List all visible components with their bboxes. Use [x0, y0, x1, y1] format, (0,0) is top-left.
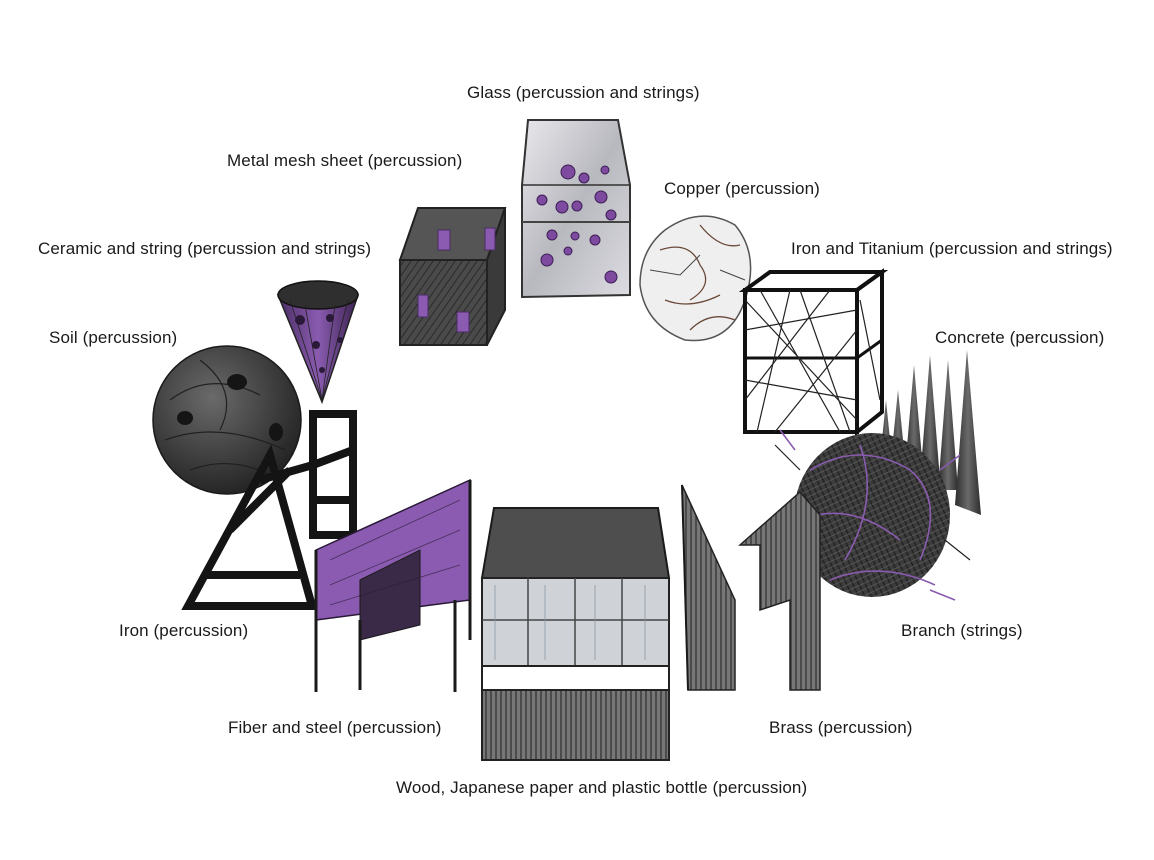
label-metal-mesh: Metal mesh sheet (percussion) — [227, 151, 463, 170]
ceramic-cone-icon — [276, 280, 360, 405]
label-brass: Brass (percussion) — [769, 718, 913, 737]
fiber-steel-wedge-icon — [314, 478, 472, 692]
label-iron-titanium: Iron and Titanium (percussion and string… — [791, 239, 1113, 258]
metal-mesh-cube-icon — [398, 207, 507, 346]
label-wood: Wood, Japanese paper and plastic bottle … — [396, 778, 808, 797]
brass-panels-icon — [681, 484, 821, 691]
label-ceramic: Ceramic and string (percussion and strin… — [38, 239, 372, 258]
label-concrete: Concrete (percussion) — [935, 328, 1105, 347]
label-soil: Soil (percussion) — [49, 328, 178, 347]
wood-paper-cabinet-icon — [480, 507, 671, 761]
label-iron: Iron (percussion) — [119, 621, 249, 640]
soil-sphere-icon — [152, 345, 302, 495]
label-branch: Branch (strings) — [901, 621, 1023, 640]
label-fiber-steel: Fiber and steel (percussion) — [228, 718, 442, 737]
label-copper: Copper (percussion) — [664, 179, 820, 198]
branch-tangle-icon — [774, 429, 971, 601]
copper-ball-icon — [639, 215, 752, 342]
iron-titanium-cube-icon — [738, 268, 889, 437]
label-glass: Glass (percussion and strings) — [467, 83, 700, 102]
glass-block-icon — [521, 119, 631, 299]
